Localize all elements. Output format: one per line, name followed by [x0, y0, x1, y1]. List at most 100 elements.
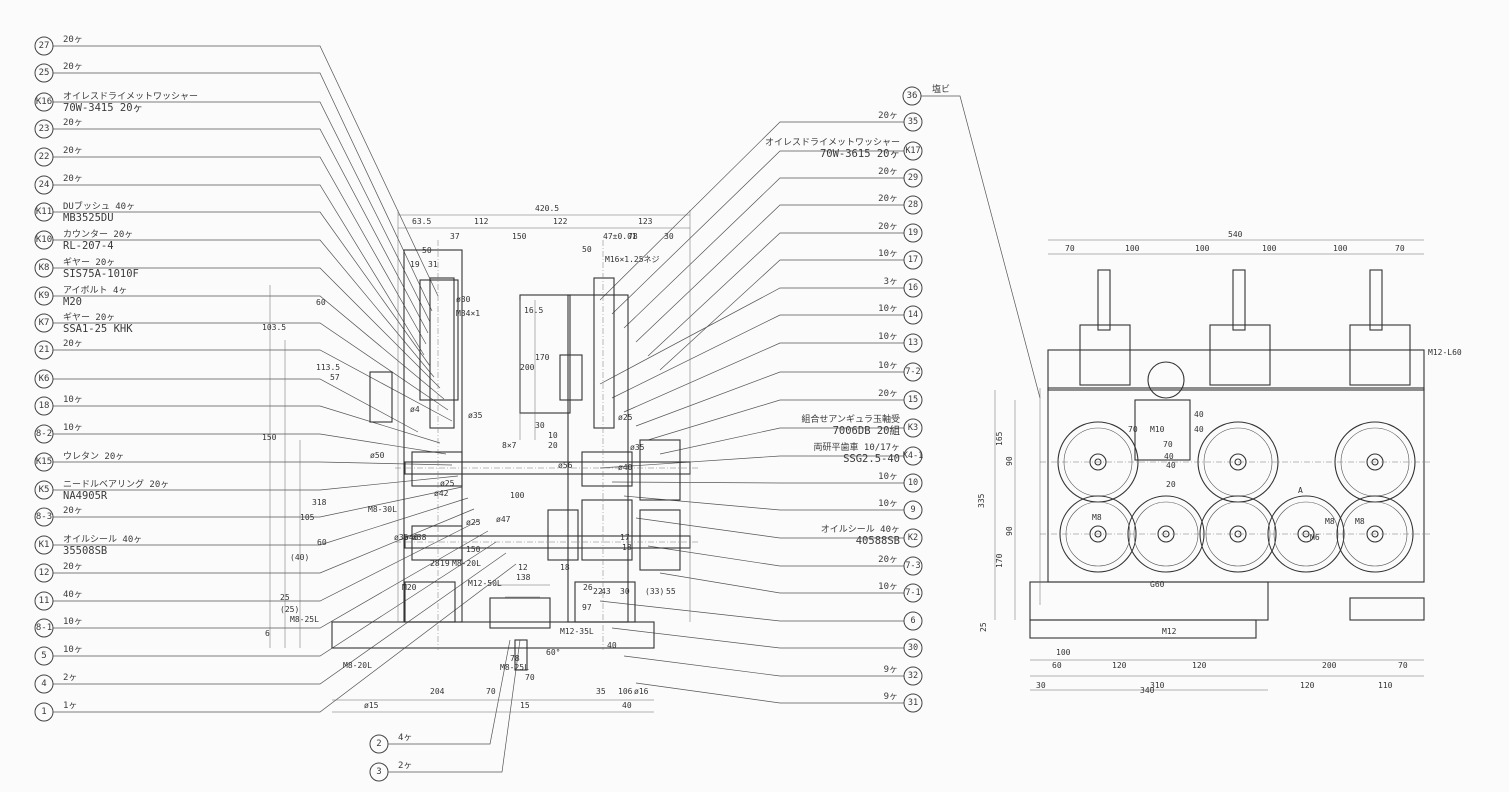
callout-bubble: [34, 63, 54, 83]
callout-bubble: [34, 313, 54, 333]
dim-label: 35: [596, 687, 606, 696]
dim-label: 40: [1164, 452, 1174, 461]
callout-number: K15: [36, 457, 52, 467]
callout-qty: 40ヶ: [63, 590, 83, 600]
callout-bubble: [903, 390, 923, 410]
callout-number: 14: [908, 310, 918, 320]
dim-label: 40: [1194, 425, 1204, 434]
dim-label: ø35: [468, 411, 483, 420]
callout-qty: 20ヶ: [63, 174, 83, 184]
dim-bottom: 120: [1300, 681, 1315, 690]
callout-label-line1: オイルシール 40ヶ: [821, 524, 900, 535]
callout-bubble: [34, 202, 54, 222]
dim-label: 40: [607, 641, 617, 650]
dim-label: ø35: [630, 443, 645, 452]
dim-label: ø4: [410, 405, 420, 414]
callout-qty: 10ヶ: [63, 645, 83, 655]
dim-overall: 420.5: [535, 204, 559, 213]
callout-number: K7: [39, 318, 50, 328]
callout-qty: 4ヶ: [398, 733, 412, 743]
callout-number: K8: [39, 263, 50, 273]
callout-label-line2: 70W-3615 20ヶ: [820, 148, 900, 160]
callout-number: 1: [41, 707, 46, 717]
callout-bubble: [34, 674, 54, 694]
callout-number: 31: [908, 698, 918, 708]
callout-bubble: [903, 305, 923, 325]
dim-label: 25: [280, 593, 290, 602]
dim-label: 200: [520, 363, 535, 372]
callout-label-line1: オイレスドライメットワッシャー: [63, 91, 198, 102]
callout-bubble: [903, 611, 923, 631]
callout-label-line1: オイレスドライメットワッシャー: [765, 137, 900, 148]
callout-number: 4: [41, 679, 46, 689]
dim-label: 12: [518, 563, 528, 572]
dim-top-segment: 122: [553, 217, 568, 226]
callout-bubble: [903, 638, 923, 658]
leader-lines: [53, 45, 1041, 773]
dim-top-segment: 100: [1262, 244, 1277, 253]
callout-number: 32: [908, 671, 918, 681]
dim-label: 15: [520, 701, 530, 710]
callout-label-line1: ニードルベアリング 20ヶ: [63, 478, 169, 490]
dim-top-segment: 112: [474, 217, 489, 226]
callout-6: 6: [903, 611, 923, 631]
dim-label: M12-35L: [560, 627, 594, 636]
dim-top-segment: 123: [638, 217, 653, 226]
dim-label: 22: [593, 587, 603, 596]
dim-label: M8: [1355, 517, 1365, 526]
callout-4: 4 2ヶ: [34, 673, 77, 694]
callout-bubble: [34, 424, 54, 444]
dim-label: ø25: [440, 479, 455, 488]
callout-number: 7-3: [905, 561, 920, 571]
dim-label: 97: [582, 603, 592, 612]
callout-number: K3: [908, 423, 918, 433]
dim-label: 106: [618, 687, 633, 696]
callout-number: 23: [39, 124, 50, 134]
dim-label: 70: [1128, 425, 1138, 434]
callout-bubble: [34, 563, 54, 583]
callout-number: 10: [908, 478, 918, 488]
callout-bubble: [34, 230, 54, 250]
callout-label-line2: SSA1-25 KHK: [63, 323, 133, 335]
dim-label: 16.5: [524, 306, 543, 315]
callout-qty: 20ヶ: [63, 339, 83, 349]
callout-label-line1: アイボルト 4ヶ: [63, 285, 127, 296]
callout-label-line2: SIS75A-1010F: [63, 268, 139, 280]
dim-label: 103.5: [262, 323, 286, 332]
callout-qty: 2ヶ: [63, 673, 77, 683]
callout-label-line1: カウンター 20ヶ: [63, 229, 133, 240]
dim-label: (40): [290, 553, 309, 562]
dim-label: M10: [1150, 425, 1165, 434]
dim-bottom: 70: [1398, 661, 1408, 670]
callout-number: 15: [908, 395, 918, 405]
dim-label: 10: [548, 431, 558, 440]
callout-qty: 10ヶ: [878, 582, 898, 592]
dim-label: 55: [666, 587, 676, 596]
callout-bubble: [34, 258, 54, 278]
callout-bubble: [903, 556, 923, 576]
dim-label: (33): [645, 587, 664, 596]
callout-1: 11ヶ: [34, 701, 77, 722]
callout-label-line2: NA4905R: [63, 490, 108, 502]
dim-label: 31: [428, 260, 438, 269]
dim-bottom: 110: [1378, 681, 1393, 690]
dim-label: M16×1.25ネジ: [605, 255, 660, 264]
callout-number: 21: [39, 345, 50, 355]
dim-label: 60: [316, 298, 326, 307]
dim-label: 100: [510, 491, 525, 500]
callout-qty: 9ヶ: [884, 665, 898, 675]
dim-bottom: 310: [1150, 681, 1165, 690]
callout-label-line2: M20: [63, 296, 82, 308]
dim-label: 30: [620, 587, 630, 596]
callout-label-line2: RL-207-4: [63, 240, 114, 252]
callout-label-line2: SSG2.5-40: [843, 453, 900, 465]
callout-bubble: [903, 250, 923, 270]
